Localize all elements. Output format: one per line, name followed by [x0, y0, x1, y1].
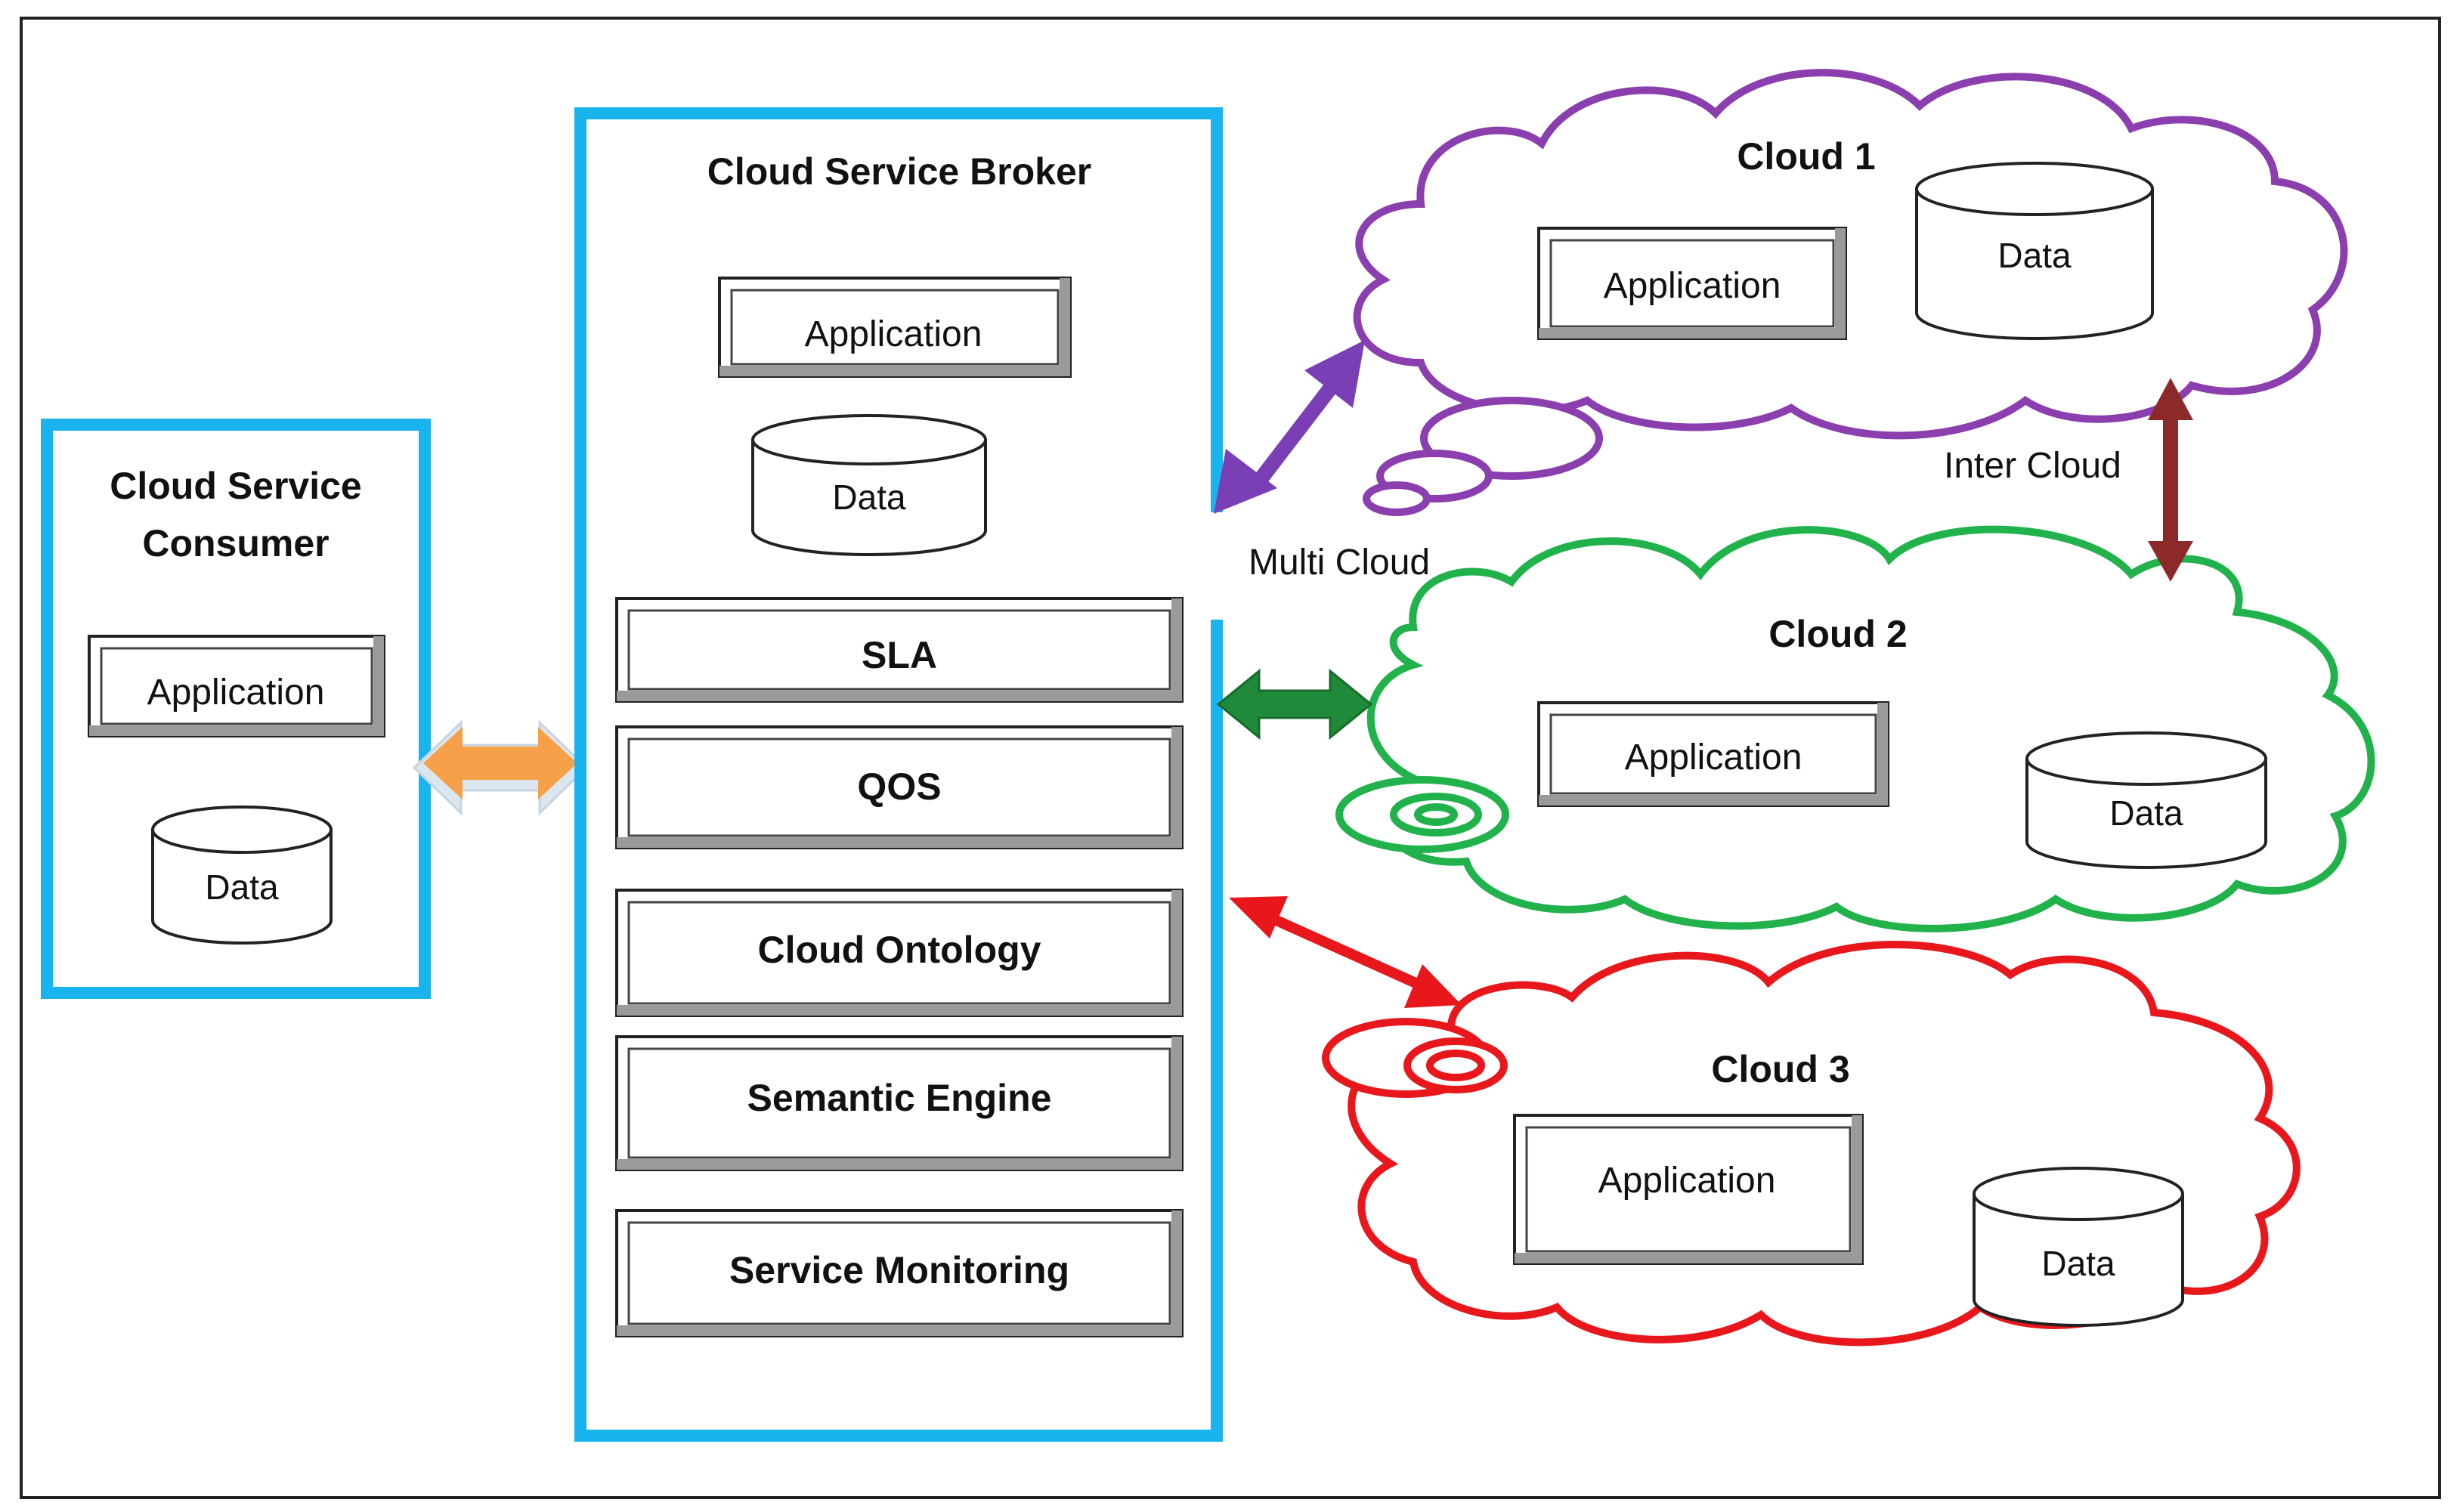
broker-application-box: Application [718, 277, 1072, 378]
broker-cloud-1-arrow [1214, 340, 1365, 514]
module-label-qos: QOS [857, 765, 941, 808]
cloud-2-application-label: Application [1625, 737, 1802, 778]
module-label-sla: SLA [862, 634, 937, 676]
cloud-3-title: Cloud 3 [1711, 1048, 1849, 1090]
border-gap [1208, 512, 1229, 620]
consumer-title-line1: Cloud Service [110, 465, 361, 507]
inter-cloud-arrow [2148, 378, 2193, 582]
cloud-1-application-label: Application [1604, 266, 1781, 306]
cloud-1-application-box: Application [1537, 227, 1847, 340]
cloud-3-application-box: Application [1513, 1114, 1864, 1265]
cloud-2-data-label: Data [2109, 793, 2183, 833]
broker-cloud-2-arrow [1216, 668, 1373, 741]
broker-cloud-3-arrow [1229, 896, 1462, 1008]
cloud-1-title: Cloud 1 [1737, 135, 1875, 178]
consumer-data-label: Data [205, 867, 279, 907]
consumer-panel: Cloud Service Consumer Application Data [41, 419, 431, 999]
cloud-2-data-store: Data [2025, 731, 2267, 869]
consumer-application-label: Application [147, 673, 325, 713]
cloud-3-data-label: Data [2041, 1244, 2115, 1283]
broker-module-semantic-engine: Semantic Engine [615, 1035, 1184, 1171]
cloud-3-swirl-inner [1426, 1050, 1485, 1081]
cloud-3-data-store: Data [1973, 1167, 2184, 1327]
cloud-2-title: Cloud 2 [1768, 613, 1907, 655]
broker-data-label: Data [832, 478, 906, 517]
broker-module-sla: SLA [615, 597, 1184, 703]
module-label-semantic-engine: Semantic Engine [747, 1077, 1052, 1119]
consumer-broker-arrow [412, 719, 589, 816]
cloud-2-swirl-inner [1414, 803, 1458, 826]
broker-data-store: Data [751, 414, 987, 556]
broker-title: Cloud Service Broker [707, 150, 1092, 193]
consumer-application-box: Application [88, 635, 385, 737]
cloud-1 [1353, 69, 2348, 516]
broker-module-cloud-ontology: Cloud Ontology [615, 889, 1184, 1017]
diagram-frame [20, 17, 2441, 1499]
multi-cloud-label: Multi Cloud [1249, 543, 1430, 583]
cloud-1-outline [1353, 69, 2348, 440]
module-label-cloud-ontology: Cloud Ontology [758, 929, 1041, 971]
broker-application-label: Application [805, 314, 982, 354]
cloud-3-application-label: Application [1598, 1161, 1776, 1201]
consumer-data-store: Data [151, 805, 333, 945]
cloud-2-application-box: Application [1537, 701, 1889, 807]
inter-cloud-label: Inter Cloud [1944, 446, 2121, 486]
cloud-1-data-store: Data [1915, 162, 2154, 340]
consumer-title-line2: Consumer [142, 522, 329, 564]
broker-module-qos: QOS [615, 725, 1184, 849]
broker-panel: Cloud Service Broker Application Data SL… [574, 107, 1223, 1442]
cloud-1-data-label: Data [1997, 236, 2072, 275]
broker-module-service-monitoring: Service Monitoring [615, 1209, 1184, 1337]
cloud-1-bubble-small [1363, 481, 1431, 516]
module-label-service-monitoring: Service Monitoring [729, 1249, 1069, 1291]
